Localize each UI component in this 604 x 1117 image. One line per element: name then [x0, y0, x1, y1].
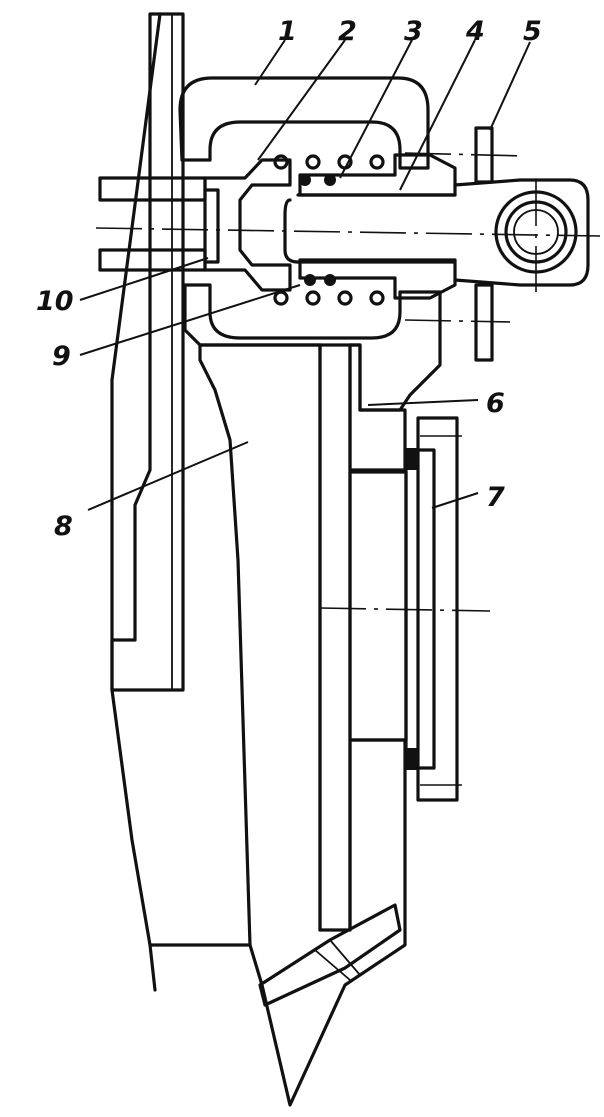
leader-8 [87, 441, 249, 511]
callout-1: 1 [278, 16, 297, 47]
leader-7 [431, 492, 479, 509]
leader-2 [257, 39, 346, 161]
leader-lines [79, 39, 531, 511]
leader-10 [79, 257, 209, 301]
outer-casing [110, 12, 252, 992]
callout-9: 9 [52, 341, 71, 372]
callout-6: 6 [486, 388, 505, 419]
leader-1 [254, 39, 286, 86]
leader-5 [489, 41, 531, 131]
callout-3: 3 [404, 16, 423, 47]
callout-10: 10 [36, 286, 74, 317]
support-body [198, 343, 407, 1107]
callout-2: 2 [338, 16, 357, 47]
callout-labels: 1 2 3 4 5 6 7 8 9 10 [36, 16, 542, 542]
spindle-assembly [95, 126, 601, 362]
cylinder-element [319, 416, 491, 802]
leader-6 [367, 399, 479, 406]
callout-5: 5 [523, 16, 542, 47]
callout-8: 8 [54, 511, 73, 542]
leader-9 [79, 284, 301, 356]
callout-4: 4 [465, 16, 485, 47]
leader-3 [339, 39, 413, 179]
callout-7: 7 [486, 482, 505, 513]
leader-4 [399, 39, 476, 191]
